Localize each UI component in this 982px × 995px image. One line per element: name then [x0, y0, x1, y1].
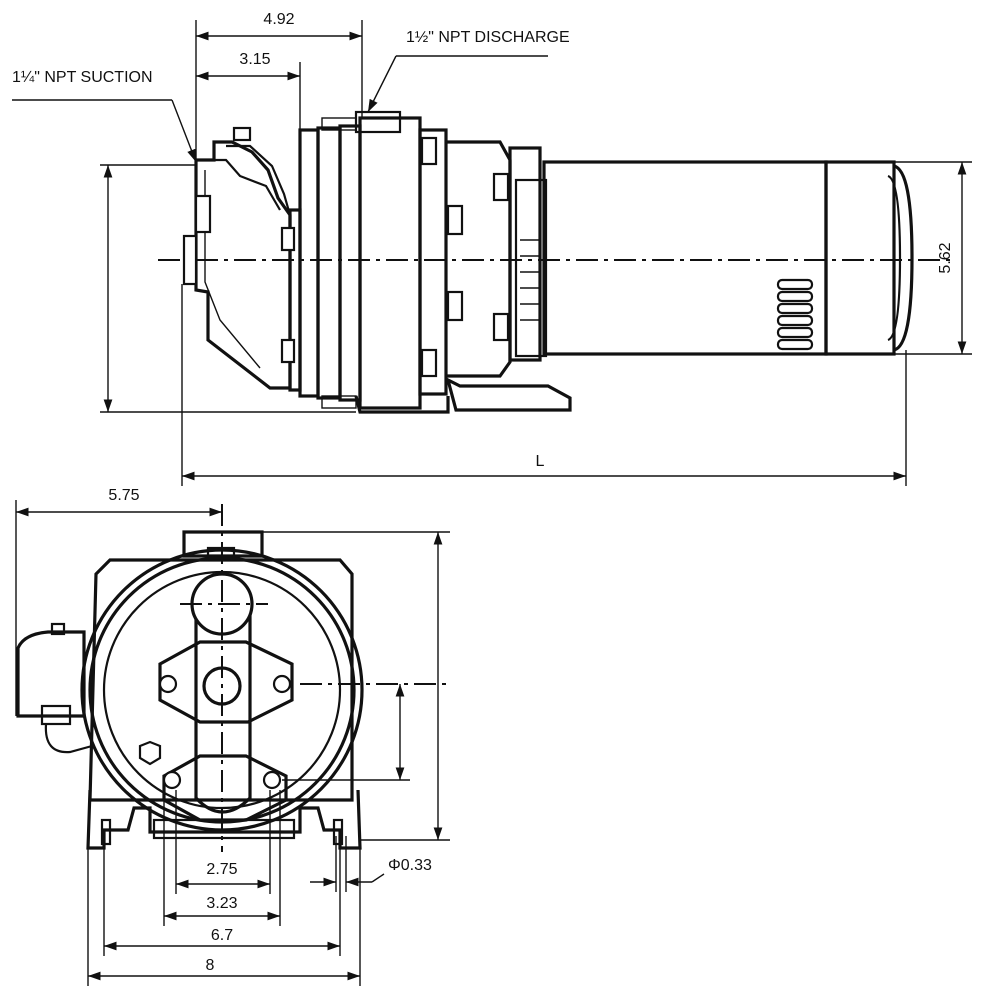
dim-top-overall-label: 4.92: [263, 11, 294, 28]
dim-bolt-inner: 2.75: [175, 790, 271, 894]
dim-bolt-outer-label: 3.23: [206, 895, 237, 912]
dim-side-height-left: [100, 164, 356, 413]
suction-casing: [182, 126, 292, 390]
dim-width-half-label: 5.75: [108, 487, 139, 504]
dim-top-overall: 4.92: [195, 11, 363, 160]
dim-base-outer-label: 8: [206, 957, 215, 974]
suction-label: 1¼" NPT SUCTION: [12, 69, 153, 86]
dim-length-label: L: [536, 453, 545, 470]
discharge-callout: 1½" NPT DISCHARGE: [367, 29, 570, 113]
pump-body: [354, 110, 572, 414]
front-centerlines: [180, 504, 450, 852]
dim-top-inner-label: 3.15: [239, 51, 270, 68]
suction-callout: 1¼" NPT SUCTION: [12, 69, 197, 163]
dim-hole-label: Φ0.33: [388, 857, 432, 874]
dim-base-inner: 6.7: [103, 848, 341, 956]
dim-height-label: 5.62: [937, 242, 954, 273]
dim-bolt-inner-label: 2.75: [206, 861, 237, 878]
dim-base-outer: 8: [87, 848, 361, 986]
motor-vent-slots: [776, 278, 814, 351]
front-flange: [138, 572, 294, 822]
front-view: 5.75 2.75 3.23 6.7: [15, 487, 450, 986]
dim-length: L: [181, 284, 907, 486]
dim-front-heights: [262, 531, 450, 841]
front-capacitor: [16, 622, 93, 754]
dim-height: 5.62: [894, 161, 972, 355]
discharge-label: 1½" NPT DISCHARGE: [406, 29, 570, 46]
motor: [508, 146, 914, 362]
dim-width-half: 5.75: [15, 487, 222, 716]
dim-base-inner-label: 6.7: [211, 927, 233, 944]
dim-hole: Φ0.33: [310, 836, 432, 892]
dim-bolt-outer: 3.23: [163, 790, 281, 926]
side-view: 4.92 3.15 1¼" NPT SUCTION 1½" NPT DISCHA…: [12, 11, 972, 486]
dim-top-inner: 3.15: [196, 51, 301, 130]
flange-stack: [280, 117, 362, 409]
